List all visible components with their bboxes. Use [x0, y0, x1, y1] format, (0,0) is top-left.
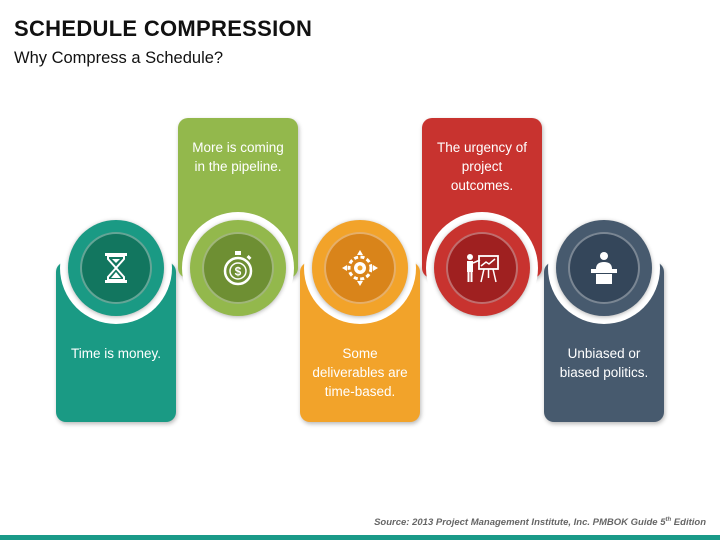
- presentation-icon: [467, 254, 499, 283]
- speaker-podium-icon: [591, 252, 617, 284]
- card-text: Time is money.: [70, 346, 162, 361]
- card-text: More is coming in the pipeline.: [192, 140, 284, 174]
- stopwatch-dollar-icon: $: [223, 251, 253, 286]
- hourglass-icon: [105, 253, 127, 283]
- card-text: Unbiased or biased politics.: [559, 346, 649, 380]
- page-subtitle: Why Compress a Schedule?: [14, 49, 224, 67]
- icon-ring: [548, 212, 660, 324]
- icon-ring: [60, 212, 172, 324]
- icon-ring: [304, 212, 416, 324]
- svg-text:$: $: [235, 265, 242, 279]
- page-title: SCHEDULE COMPRESSION: [14, 16, 313, 41]
- target-gear-icon: [342, 250, 378, 286]
- icon-ring: $: [182, 212, 294, 324]
- source-citation: Source: 2013 Project Management Institut…: [374, 517, 706, 529]
- bottom-accent-bar: [0, 535, 720, 540]
- card-text: Some deliverables are time-based.: [312, 346, 408, 399]
- card-text: The urgency of project outcomes.: [436, 140, 528, 193]
- icon-ring: [426, 212, 538, 324]
